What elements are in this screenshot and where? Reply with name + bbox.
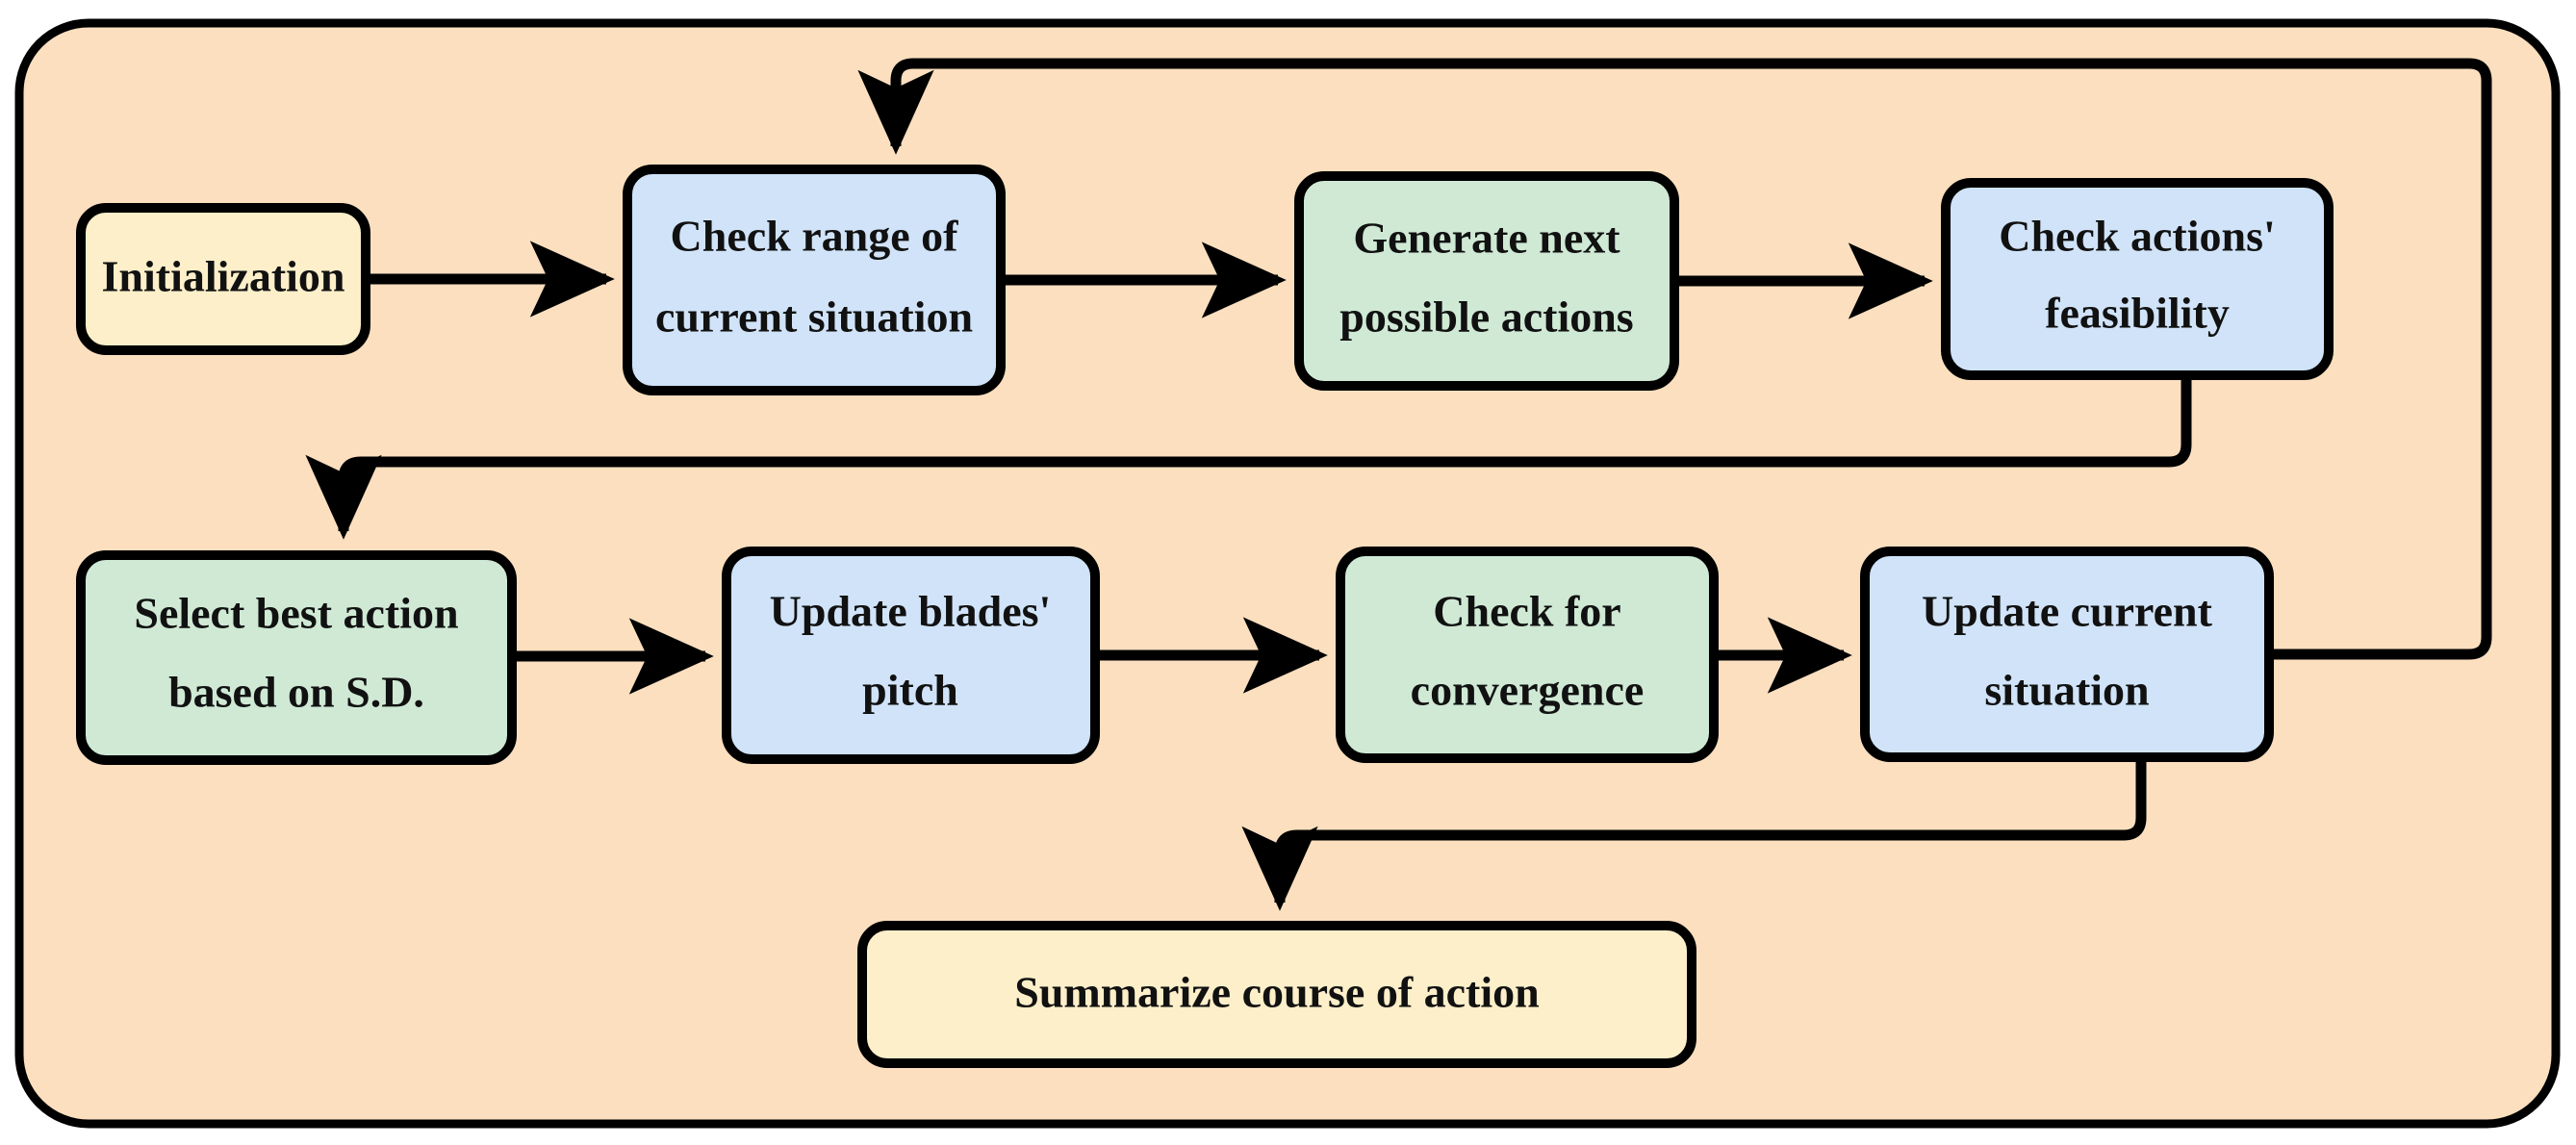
node-initialization[interactable]: Initialization <box>76 203 370 355</box>
node-initialization-box[interactable] <box>76 203 370 355</box>
node-generate-actions-box[interactable] <box>1294 171 1679 391</box>
node-check-feasibility-box[interactable] <box>1941 178 2334 380</box>
node-update-situation-label-line2: situation <box>1984 666 2149 715</box>
edge-update-situation-to-check-range <box>857 58 2492 660</box>
node-select-best-action-label-line2: based on S.D. <box>168 668 424 717</box>
node-update-situation-box[interactable] <box>1860 547 2274 762</box>
node-check-feasibility-label-line2: feasibility <box>2045 289 2230 338</box>
node-summarize-box[interactable] <box>857 921 1696 1068</box>
node-check-convergence-box[interactable] <box>1336 547 1719 763</box>
node-generate-actions[interactable]: Generate next possible actions <box>1294 171 1679 391</box>
node-check-convergence-label-line1: Check for <box>1433 587 1620 636</box>
node-check-feasibility[interactable]: Check actions' feasibility <box>1941 178 2334 380</box>
node-update-situation[interactable]: Update current situation <box>1860 547 2274 762</box>
node-update-pitch-label-line2: pitch <box>862 666 958 715</box>
node-check-range[interactable]: Check range of current situation <box>623 165 1006 395</box>
node-update-pitch-box[interactable] <box>722 547 1100 764</box>
node-summarize-label-line1: Summarize course of action <box>1014 968 1540 1017</box>
node-update-pitch-label-line1: Update blades' <box>770 587 1052 636</box>
node-summarize[interactable]: Summarize course of action <box>857 921 1696 1068</box>
node-check-range-box[interactable] <box>623 165 1006 395</box>
node-select-best-action[interactable]: Select best action based on S.D. <box>76 550 517 765</box>
node-check-range-label-line2: current situation <box>655 293 973 342</box>
node-update-situation-label-line1: Update current <box>1922 587 2213 636</box>
node-generate-actions-label-line1: Generate next <box>1353 214 1620 263</box>
edge-check-feasibility-to-select-best-action <box>305 375 2192 540</box>
node-check-convergence-label-line2: convergence <box>1411 666 1645 715</box>
connector-layer <box>305 58 2492 911</box>
node-check-feasibility-label-line1: Check actions' <box>1999 212 2276 261</box>
node-update-pitch[interactable]: Update blades' pitch <box>722 547 1100 764</box>
node-select-best-action-box[interactable] <box>76 550 517 765</box>
node-check-range-label-line1: Check range of <box>671 212 959 261</box>
node-check-convergence[interactable]: Check for convergence <box>1336 547 1719 763</box>
node-initialization-label-line1: Initialization <box>101 252 344 301</box>
edge-update-situation-to-summarize <box>1241 757 2147 911</box>
node-select-best-action-label-line1: Select best action <box>134 589 458 638</box>
node-generate-actions-label-line2: possible actions <box>1339 293 1633 342</box>
